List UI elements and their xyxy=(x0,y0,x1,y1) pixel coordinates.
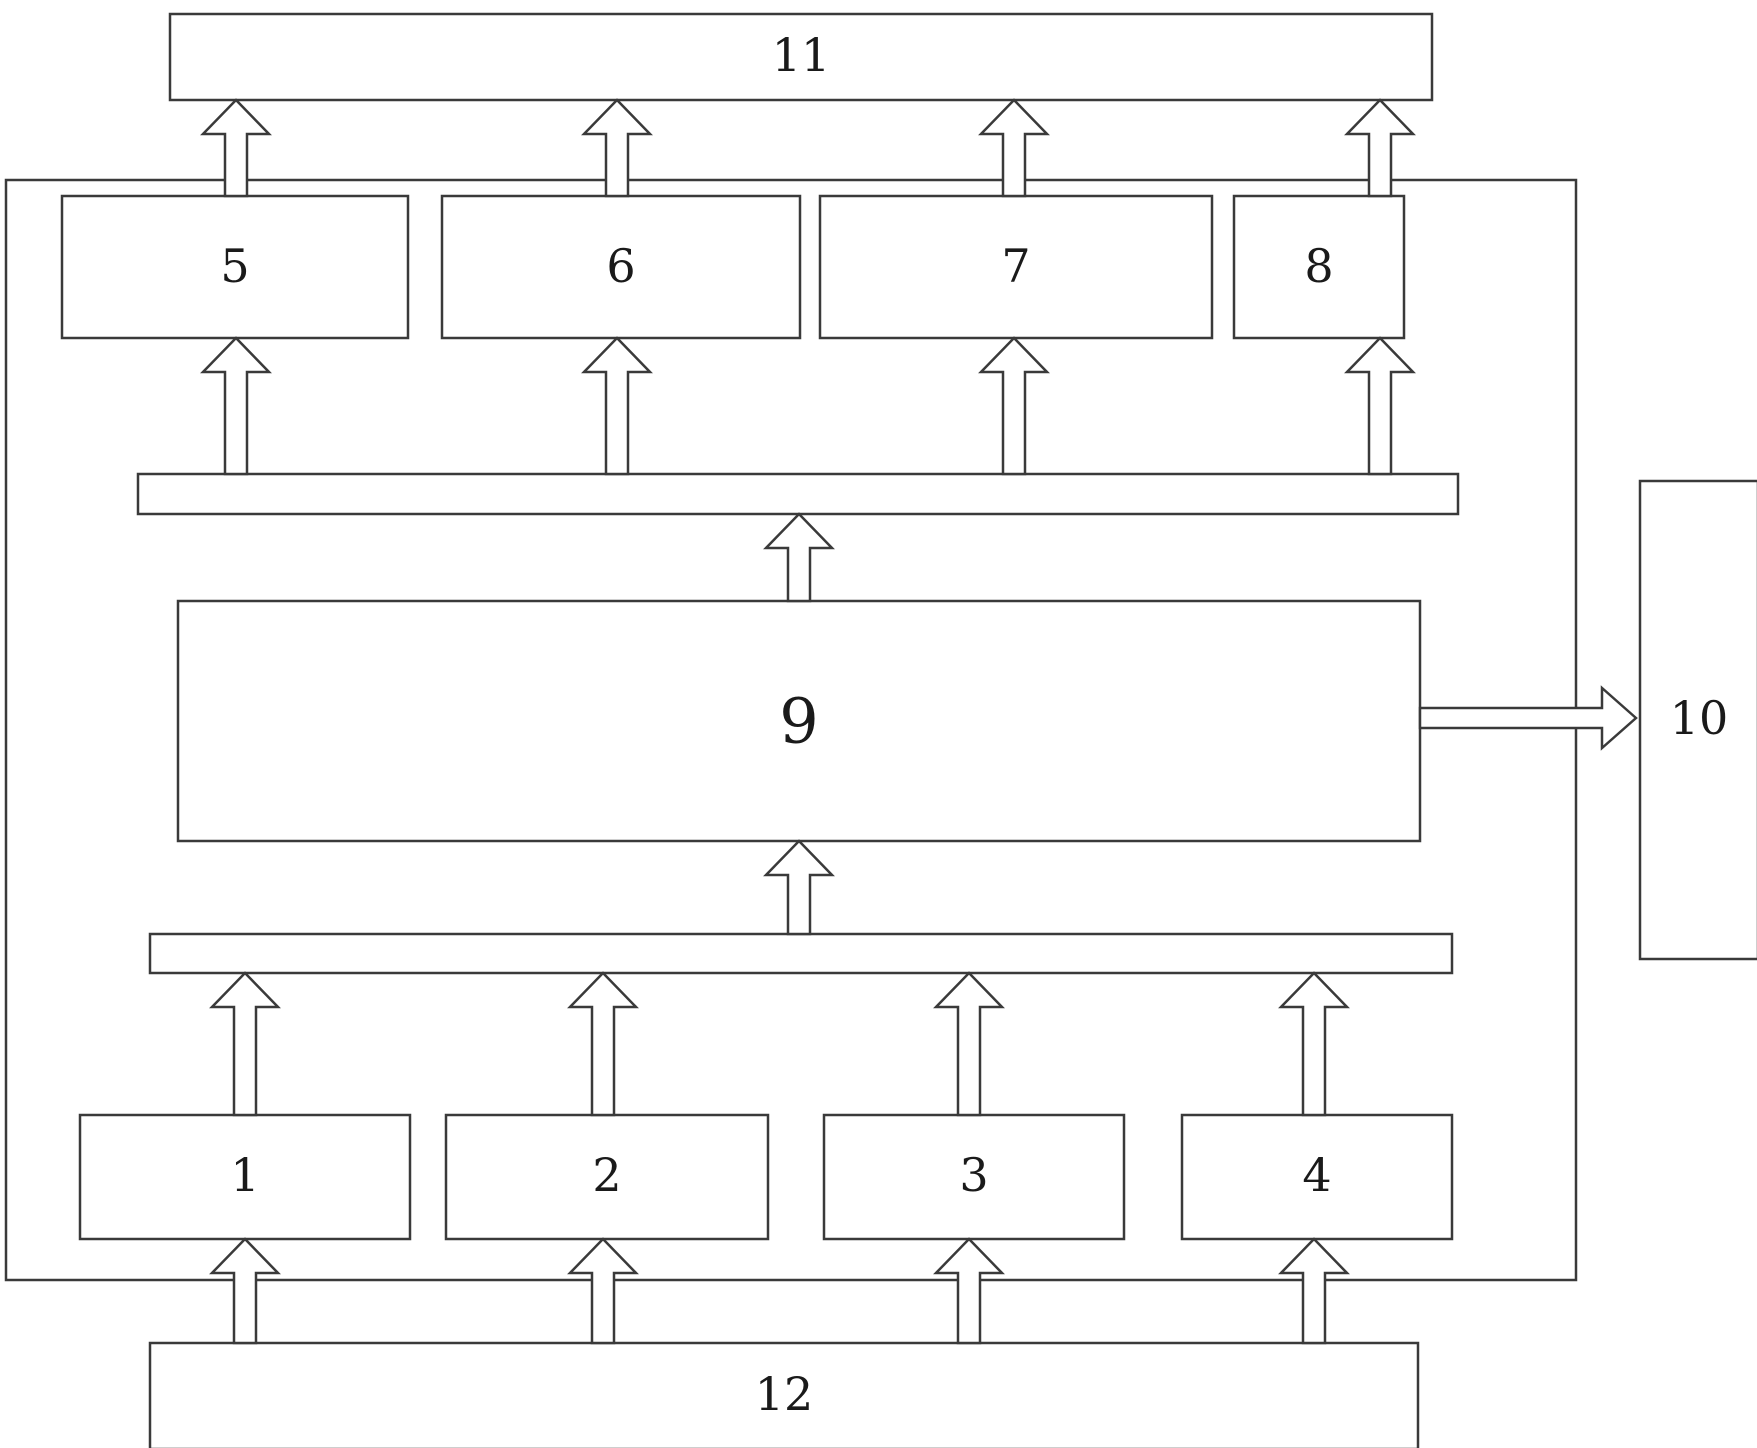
block-9: 9 xyxy=(176,599,1422,843)
block-3-label: 3 xyxy=(959,1148,988,1202)
block-4-label: 4 xyxy=(1302,1148,1331,1202)
block-10-label: 10 xyxy=(1670,691,1729,745)
block-2-label: 2 xyxy=(592,1148,621,1202)
connector-arrows xyxy=(200,98,1638,1345)
arrow-5-to-11 xyxy=(200,98,272,198)
block-6: 6 xyxy=(440,194,802,340)
arrow-12-to-1 xyxy=(209,1237,281,1345)
block-6-label: 6 xyxy=(606,239,635,293)
arrow-8-to-11 xyxy=(1344,98,1416,198)
upper-bus-bar xyxy=(136,472,1460,516)
arrow-7-to-11 xyxy=(978,98,1050,198)
block-1: 1 xyxy=(78,1113,412,1241)
block-7-label: 7 xyxy=(1001,239,1030,293)
block-9-label: 9 xyxy=(779,685,818,758)
block-11-label: 11 xyxy=(772,28,831,82)
lower-bus-bar xyxy=(148,932,1454,975)
block-5-label: 5 xyxy=(220,239,249,293)
block-4: 4 xyxy=(1180,1113,1454,1241)
arrow-3-to-bus xyxy=(933,971,1005,1117)
arrow-12-to-3 xyxy=(933,1237,1005,1345)
block-7: 7 xyxy=(818,194,1214,340)
arrow-2-to-bus xyxy=(567,971,639,1117)
block-5: 5 xyxy=(60,194,410,340)
block-11: 11 xyxy=(168,12,1434,102)
block-2: 2 xyxy=(444,1113,770,1241)
arrow-4-to-bus xyxy=(1278,971,1350,1117)
arrow-9-to-10 xyxy=(1418,685,1638,751)
arrow-1-to-bus xyxy=(209,971,281,1117)
system-frame xyxy=(4,178,1578,1282)
block-12: 12 xyxy=(148,1341,1420,1448)
arrow-bus-to-7 xyxy=(978,336,1050,476)
arrow-bus-to-6 xyxy=(581,336,653,476)
arrow-12-to-4 xyxy=(1278,1237,1350,1345)
arrow-bus-to-8 xyxy=(1344,336,1416,476)
block-1-label: 1 xyxy=(230,1148,259,1202)
arrow-lower-bus-to-9 xyxy=(763,839,835,936)
arrow-bus-to-5 xyxy=(200,336,272,476)
block-3: 3 xyxy=(822,1113,1126,1241)
block-8: 8 xyxy=(1232,194,1406,340)
arrow-9-to-upper-bus xyxy=(763,512,835,603)
arrow-12-to-2 xyxy=(567,1237,639,1345)
block-10: 10 xyxy=(1638,479,1757,961)
arrow-6-to-11 xyxy=(581,98,653,198)
block-12-label: 12 xyxy=(755,1367,814,1421)
block-8-label: 8 xyxy=(1304,239,1333,293)
